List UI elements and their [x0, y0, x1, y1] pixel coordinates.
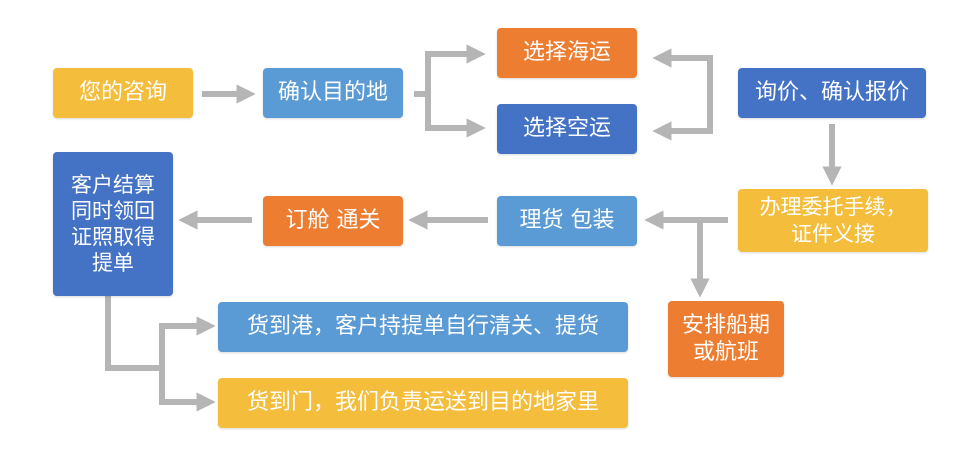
arrow-quote-to-sea	[652, 48, 713, 94]
node-sea-freight: 选择海运	[497, 28, 637, 78]
node-settlement: 客户结算同时领回证照取得提单	[53, 152, 173, 296]
node-entrust-label: 办理委托手续，证件义接	[759, 195, 907, 246]
node-inquiry-label: 您的咨询	[78, 80, 167, 106]
node-cargo-pack: 理货 包装	[497, 196, 637, 246]
node-arrange: 安排船期或航班	[668, 301, 784, 377]
node-air-freight: 选择空运	[497, 104, 637, 154]
arrow-split-to-air	[425, 94, 486, 138]
node-door-delivery: 货到门，我们负责运送到目的地家里	[218, 378, 628, 428]
arrow-settlement-to-door	[159, 368, 216, 412]
arrow-settlement-to-port	[105, 296, 216, 371]
node-arrange-label: 安排船期或航班	[681, 312, 770, 366]
node-port-delivery: 货到港，客户持提单自行清关、提货	[218, 302, 628, 352]
node-sea-freight-label: 选择海运	[522, 40, 611, 66]
node-air-freight-label: 选择空运	[522, 116, 611, 142]
node-booking-label: 订舱 通关	[285, 208, 381, 234]
node-port-delivery-label: 货到港，客户持提单自行清关、提货	[246, 314, 599, 340]
node-cargo-pack-label: 理货 包装	[519, 208, 615, 234]
arrow-quote-to-air	[652, 94, 713, 141]
node-quote: 询价、确认报价	[738, 68, 926, 118]
node-confirm-destination: 确认目的地	[263, 68, 403, 118]
node-quote-label: 询价、确认报价	[754, 80, 909, 106]
arrow-split-to-sea	[414, 44, 486, 97]
node-door-delivery-label: 货到门，我们负责运送到目的地家里	[246, 390, 599, 416]
node-booking: 订舱 通关	[263, 196, 403, 246]
node-inquiry: 您的咨询	[53, 68, 193, 118]
node-entrust: 办理委托手续，证件义接	[738, 189, 928, 252]
node-confirm-destination-label: 确认目的地	[277, 80, 388, 106]
node-settlement-label: 客户结算同时领回证照取得提单	[71, 172, 155, 276]
